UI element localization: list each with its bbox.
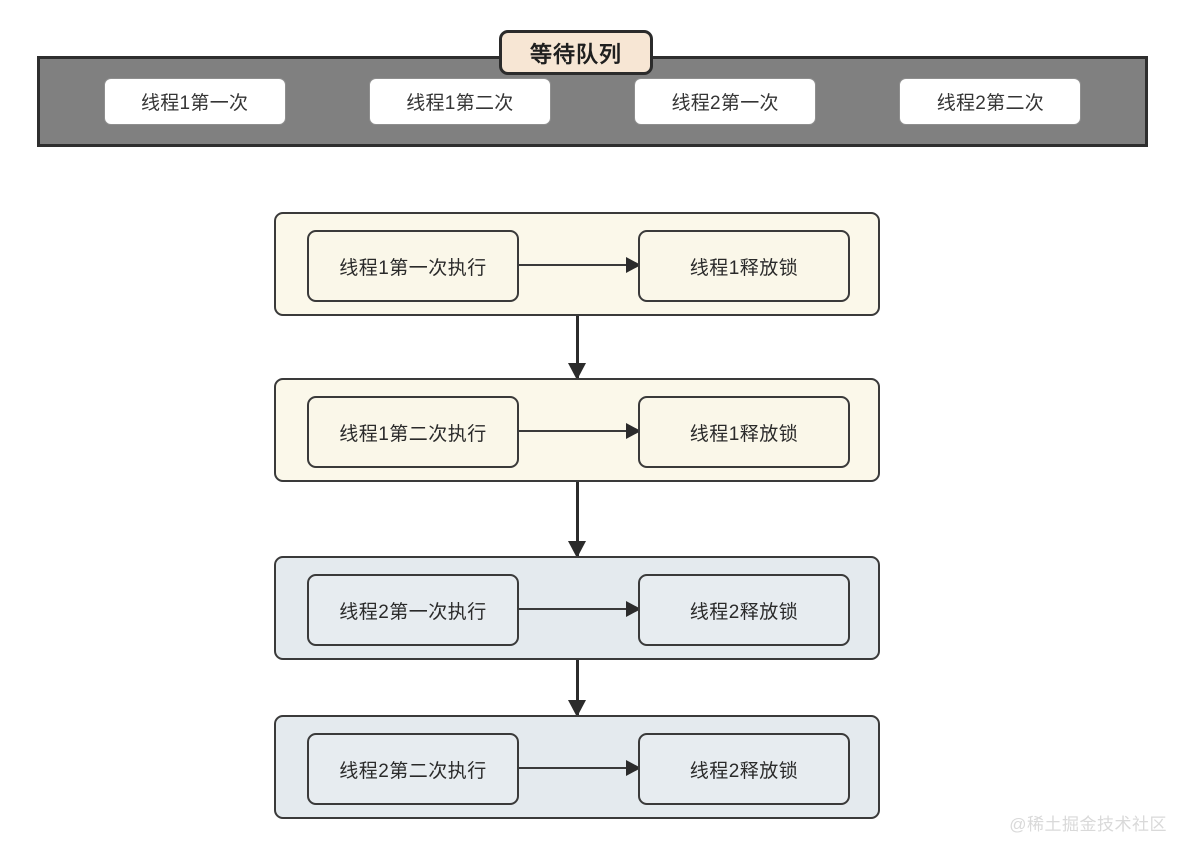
flow-panel-thread2-first: 线程2第一次执行 线程2释放锁	[274, 556, 880, 660]
release-lock-node[interactable]: 线程1释放锁	[638, 396, 850, 468]
arrow-right-icon	[519, 423, 641, 439]
waiting-queue-title-badge: 等待队列	[499, 30, 653, 75]
queue-item[interactable]: 线程2第一次	[634, 78, 817, 125]
queue-item[interactable]: 线程2第二次	[899, 78, 1082, 125]
arrow-down-icon	[568, 660, 586, 717]
watermark: @稀土掘金技术社区	[1009, 815, 1167, 834]
release-lock-node[interactable]: 线程2释放锁	[638, 574, 850, 646]
queue-item[interactable]: 线程1第一次	[103, 78, 286, 125]
release-lock-node[interactable]: 线程2释放锁	[638, 733, 850, 805]
queue-item[interactable]: 线程1第二次	[368, 78, 551, 125]
execute-node[interactable]: 线程1第二次执行	[307, 396, 519, 468]
execute-node[interactable]: 线程1第一次执行	[307, 230, 519, 302]
execute-node[interactable]: 线程2第一次执行	[307, 574, 519, 646]
arrow-right-icon	[519, 257, 641, 273]
flow-panel-thread1-first: 线程1第一次执行 线程1释放锁	[274, 212, 880, 316]
arrow-right-icon	[519, 601, 641, 617]
arrow-down-icon	[568, 482, 586, 558]
arrow-right-icon	[519, 760, 641, 776]
flow-panel-thread1-second: 线程1第二次执行 线程1释放锁	[274, 378, 880, 482]
release-lock-node[interactable]: 线程1释放锁	[638, 230, 850, 302]
arrow-down-icon	[568, 316, 586, 380]
flow-panel-thread2-second: 线程2第二次执行 线程2释放锁	[274, 715, 880, 819]
execute-node[interactable]: 线程2第二次执行	[307, 733, 519, 805]
